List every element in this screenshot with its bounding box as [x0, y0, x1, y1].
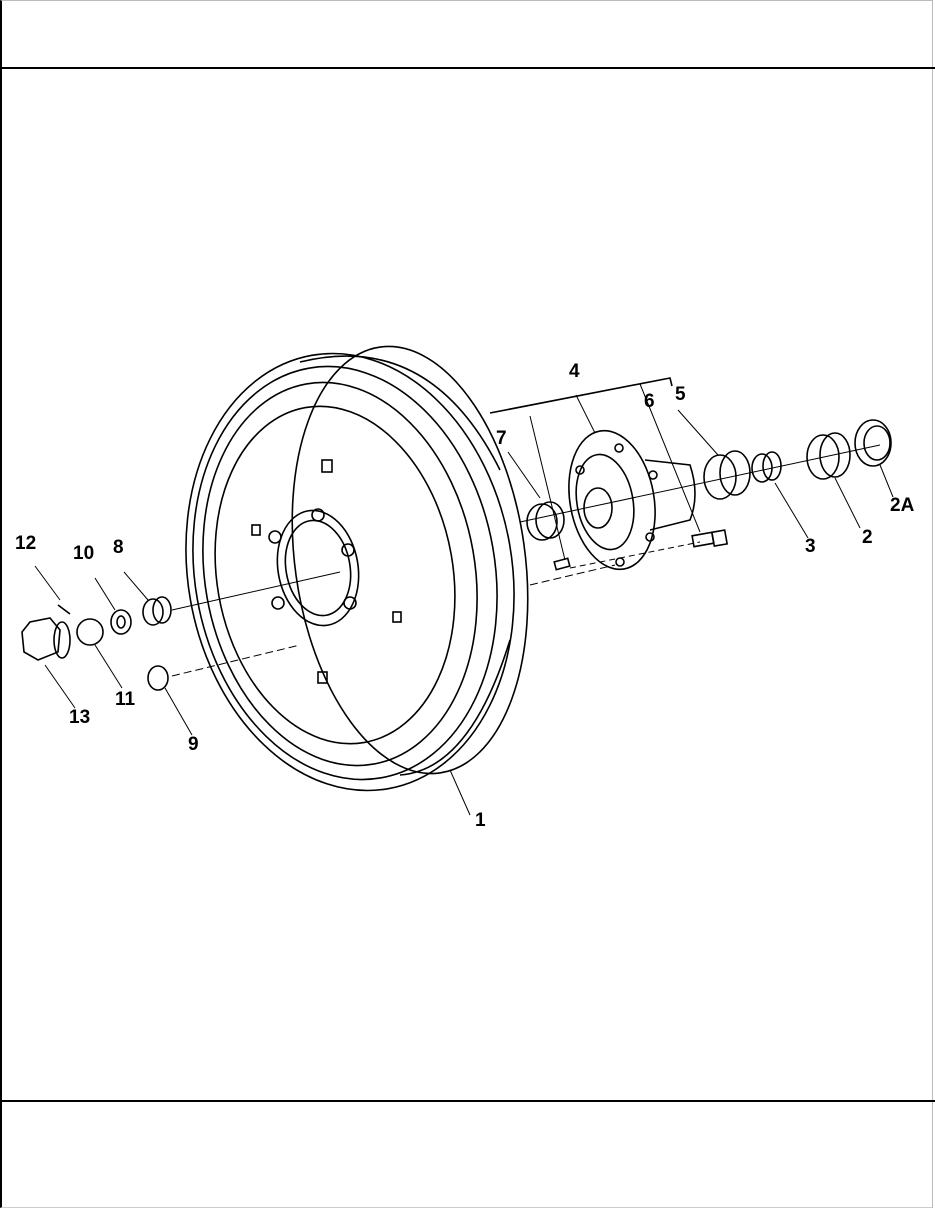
- callout-labels: 1 2 2A 3 4 5 6 7 8 9 10 11 12 13: [15, 361, 915, 831]
- callout-6: 6: [644, 391, 655, 412]
- inner-race-7: [526, 501, 565, 541]
- nut-9: [147, 665, 169, 691]
- callout-12: 12: [15, 533, 36, 554]
- castle-nut-11: [76, 618, 104, 646]
- callout-7: 7: [496, 428, 507, 449]
- callout-9: 9: [188, 734, 199, 755]
- callout-1: 1: [475, 810, 486, 831]
- bearing-cup-2: [806, 432, 851, 480]
- callout-8: 8: [113, 537, 124, 558]
- hub: [568, 429, 696, 571]
- group-bracket: [489, 377, 673, 414]
- callout-10: 10: [73, 543, 94, 564]
- cotter-pin-12: [57, 604, 71, 615]
- callout-13: 13: [69, 707, 90, 728]
- callout-3: 3: [805, 536, 816, 557]
- seal-2A: [854, 419, 892, 467]
- header-band: [0, 0, 935, 69]
- grease-fitting: [553, 557, 571, 571]
- callout-5: 5: [675, 384, 686, 405]
- stud-6: [691, 529, 729, 548]
- wheel-rim: [185, 345, 529, 792]
- callout-2A: 2A: [890, 495, 915, 516]
- callout-11: 11: [115, 689, 136, 710]
- callout-2: 2: [862, 527, 873, 548]
- callout-4: 4: [569, 361, 580, 382]
- outer-cup-5: [703, 450, 751, 500]
- footer-band: [0, 1100, 935, 1210]
- washer-10: [110, 609, 132, 635]
- nut-8: [142, 596, 172, 626]
- hub-cap-13: [21, 617, 71, 661]
